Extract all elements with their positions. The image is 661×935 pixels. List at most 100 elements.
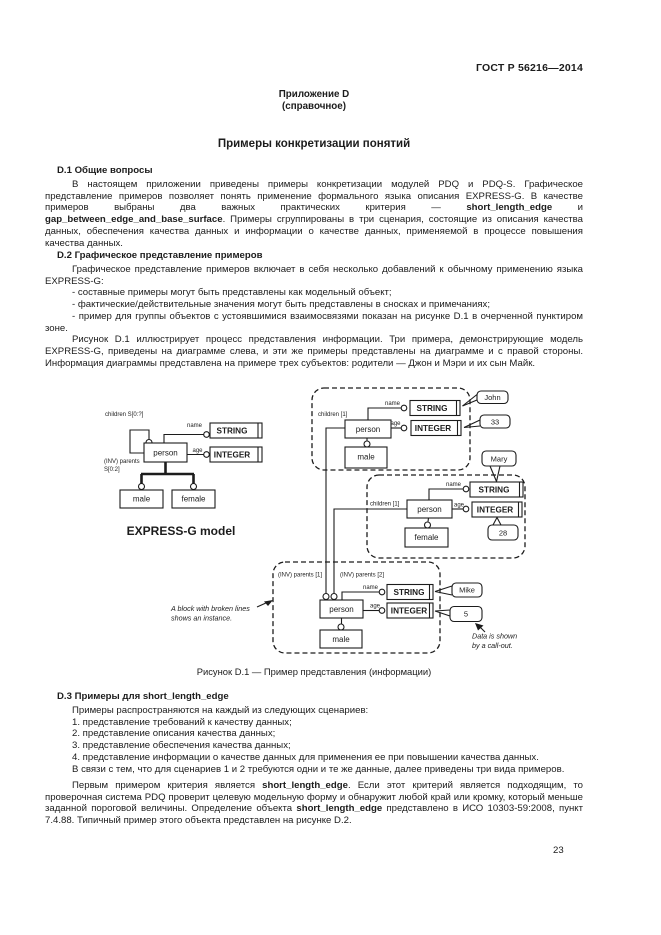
subtype-circle xyxy=(137,482,146,491)
callout-tail xyxy=(462,394,478,407)
callout-text: Mike xyxy=(459,586,475,595)
annex-heading: Приложение D (справочное) xyxy=(45,89,583,112)
subtype-box-female xyxy=(404,527,449,548)
term-bold: short_length_edge xyxy=(296,803,383,815)
document-title: Примеры конкретизации понятий xyxy=(217,138,411,150)
callout-tail xyxy=(489,465,498,482)
instance-border xyxy=(311,387,471,471)
section-d1-paragraph: В настоящем приложении приведены примеры… xyxy=(45,179,583,249)
callout-name-value xyxy=(451,582,483,598)
name-relation-line xyxy=(367,407,402,420)
paragraph: Примеры распространяются на каждый из сл… xyxy=(72,705,369,716)
inv-parents-cardinality: S[0:2] xyxy=(104,467,120,473)
list-item: 2. представление описания качества данны… xyxy=(72,728,276,740)
callout-tail xyxy=(434,609,451,612)
attribute-name-label: name xyxy=(363,585,379,591)
relation-end-circle xyxy=(203,431,210,438)
callout-tail xyxy=(495,465,501,482)
list-item: - фактические/действительные значения мо… xyxy=(72,299,490,311)
callout-tail xyxy=(434,590,453,596)
list-item: 1. представление требований к качеству д… xyxy=(72,716,292,728)
entity-label: person xyxy=(329,605,353,614)
callout-name-value xyxy=(476,390,509,405)
instance-mike: (INV) parents [1] (INV) parents [2] pers… xyxy=(272,561,483,654)
annex-label: Приложение D xyxy=(278,89,350,100)
paragraph: Первым примером критерия является short_… xyxy=(45,780,583,827)
term-bold: short_length_edge xyxy=(466,202,553,214)
name-relation-line xyxy=(341,591,379,600)
figure-caption: Рисунок D.1 — Пример представления (инфо… xyxy=(196,666,432,677)
subtype-label: male xyxy=(332,635,350,644)
relation-end-circle xyxy=(462,505,470,513)
paragraph: Рисунок D.1 иллюстрирует процесс предста… xyxy=(45,334,583,369)
type-label: INTEGER xyxy=(391,607,427,616)
subtype-box-male xyxy=(119,489,164,509)
model-caption: EXPRESS-G model xyxy=(127,524,236,538)
instance-mary: children [1] person name STRING age INTE… xyxy=(333,450,526,594)
paragraph: В настоящем приложении приведены примеры… xyxy=(45,179,583,249)
relation-end-circle xyxy=(378,588,386,596)
callout-tail xyxy=(463,425,481,429)
subtype-box-male xyxy=(344,446,388,469)
note-text: Data is shown xyxy=(472,632,517,641)
type-box-string xyxy=(209,422,263,439)
parents-link-circle xyxy=(330,592,338,601)
entity-label: person xyxy=(356,425,380,434)
list-item: - составные примеры могут быть представл… xyxy=(72,287,392,299)
type-label: STRING xyxy=(394,588,425,597)
paragraph: В связи с тем, что для сценариев 1 и 2 т… xyxy=(72,763,565,775)
children-link-line xyxy=(325,427,345,594)
type-label: INTEGER xyxy=(477,506,513,515)
note-arrow-head xyxy=(475,623,484,631)
type-box-integer xyxy=(471,501,523,518)
subtype-label: female xyxy=(181,495,206,504)
type-box-string xyxy=(409,399,461,417)
text-run: . Если этот критерий является подходящим… xyxy=(45,780,583,815)
relation-end-circle xyxy=(400,424,408,432)
callout-tail xyxy=(434,610,451,617)
callout-tail xyxy=(462,399,478,407)
attribute-name-label: name xyxy=(187,423,203,429)
callout-name-value xyxy=(481,450,517,467)
type-box-integer xyxy=(386,602,434,619)
subtype-box-male xyxy=(319,629,363,649)
type-label: INTEGER xyxy=(415,424,451,433)
callout-text: 5 xyxy=(464,610,468,619)
subtype-box-female xyxy=(171,489,216,509)
type-box-string xyxy=(469,481,524,498)
callout-tail xyxy=(463,419,481,428)
children-link-line xyxy=(333,508,407,594)
list-item: 3. представление обеспечения качества да… xyxy=(72,740,291,752)
text-run: . Примеры сгруппированы в три сценария, … xyxy=(45,214,583,249)
relation-end-circle xyxy=(378,607,386,614)
subtype-label: male xyxy=(133,495,151,504)
text-run: Первым примером критерия является xyxy=(72,780,263,791)
attribute-name-label: name xyxy=(385,401,401,407)
subtype-circle xyxy=(337,623,345,631)
figure-d1-diagram: children S[0:?] person name STRING age I… xyxy=(104,387,526,654)
callout-tail xyxy=(434,585,453,593)
note-arrow-line xyxy=(256,601,268,608)
instance-john: children [1] person name STRING age INTE… xyxy=(311,387,511,594)
children-link-label: children [1] xyxy=(370,502,400,508)
inv-parents-1-label: (INV) parents [1] xyxy=(278,573,322,579)
section-d2-content: Графическое представление примеров включ… xyxy=(45,264,583,369)
term-bold: gap_between_edge_and_base_surface xyxy=(45,214,223,226)
note-arrow-head xyxy=(264,600,273,606)
note-text: by a call-out. xyxy=(472,641,513,650)
subtype-circle xyxy=(363,440,371,448)
express-g-model: children S[0:?] person name STRING age I… xyxy=(104,412,263,538)
name-relation-line xyxy=(428,488,463,500)
section-d1-heading: D.1 Общие вопросы xyxy=(57,165,153,176)
callout-tail xyxy=(496,517,502,526)
list-item: 4. представление информации о качестве д… xyxy=(72,751,539,763)
callout-text: 28 xyxy=(499,529,507,538)
name-relation-line xyxy=(163,433,204,443)
type-label: STRING xyxy=(217,427,248,436)
self-relation-line xyxy=(129,429,150,454)
text-run: и xyxy=(552,202,583,214)
type-label: STRING xyxy=(479,486,510,495)
type-label: STRING xyxy=(417,404,448,413)
list-item: - пример для группы объектов с устоявшим… xyxy=(45,310,583,334)
